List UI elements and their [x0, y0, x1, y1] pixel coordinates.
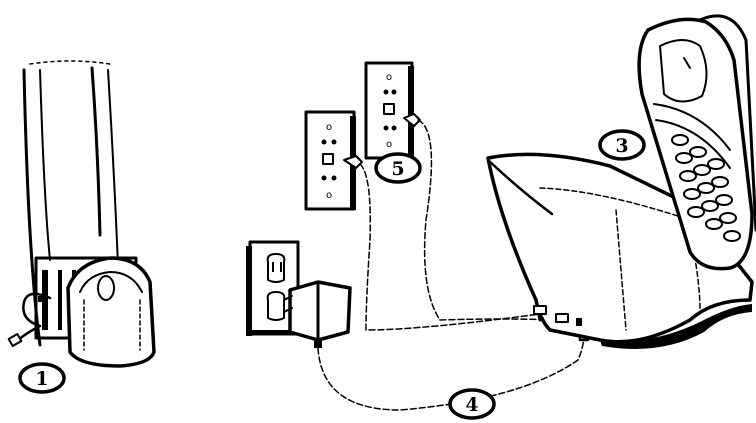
- phone-jack-icon: o o o o: [306, 63, 420, 210]
- callout-1: 1: [20, 364, 64, 392]
- svg-text:o: o: [386, 72, 392, 83]
- callout-5: 5: [376, 154, 420, 182]
- callout-5-label: 5: [391, 158, 404, 180]
- svg-text:o: o: [326, 122, 332, 133]
- battery-pack-icon: [68, 258, 154, 366]
- callout-3: 3: [600, 131, 644, 159]
- svg-text:o: o: [386, 139, 392, 150]
- svg-text:o: o: [326, 190, 332, 201]
- callout-3-label: 3: [615, 135, 628, 157]
- callout-4: 4: [450, 390, 494, 418]
- callout-4-label: 4: [465, 394, 478, 416]
- callout-1-label: 1: [35, 368, 48, 390]
